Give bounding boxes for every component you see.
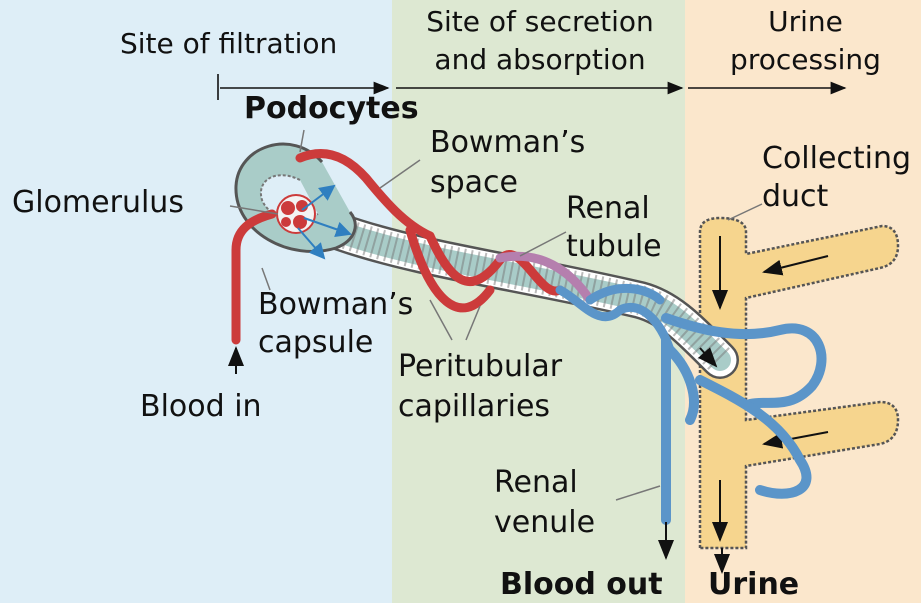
label-blood-out: Blood out xyxy=(500,568,663,602)
label-collecting-duct-line2: duct xyxy=(762,180,828,214)
label-bowmans-capsule-line2: capsule xyxy=(258,326,373,360)
label-glomerulus: Glomerulus xyxy=(12,186,184,220)
label-urine: Urine xyxy=(708,568,799,602)
zone-header-urine-line1: Urine xyxy=(690,6,921,37)
label-renal-tubule-line1: Renal xyxy=(566,192,650,226)
label-blood-in: Blood in xyxy=(140,390,262,424)
zone-header-secretion-line1: Site of secretion xyxy=(395,6,685,37)
label-bowmans-space-line1: Bowman’s xyxy=(430,126,585,160)
label-peritubular-capillaries-line2: capillaries xyxy=(398,390,550,424)
label-bowmans-space-line2: space xyxy=(430,166,518,200)
zone-header-urine-line2: processing xyxy=(690,44,921,75)
label-renal-tubule-line2: tubule xyxy=(566,230,662,264)
label-collecting-duct-line1: Collecting xyxy=(762,142,911,176)
label-peritubular-capillaries-line1: Peritubular xyxy=(398,350,562,384)
zone-header-filtration: Site of filtration xyxy=(120,28,337,59)
label-bowmans-capsule-line1: Bowman’s xyxy=(258,288,413,322)
label-renal-venule-line2: venule xyxy=(494,506,595,540)
zone-header-secretion-line2: and absorption xyxy=(395,44,685,75)
label-podocytes: Podocytes xyxy=(244,92,419,126)
label-renal-venule-line1: Renal xyxy=(494,466,578,500)
